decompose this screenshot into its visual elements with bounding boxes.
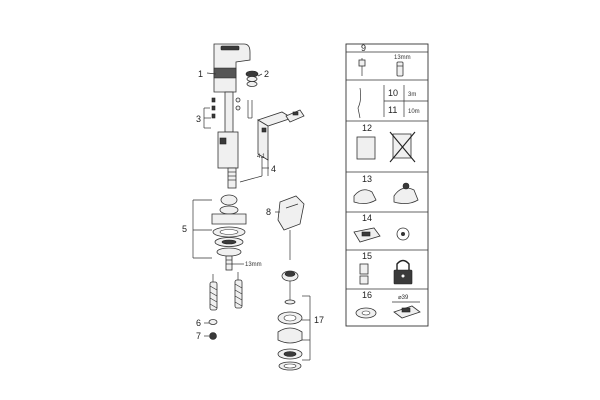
part-label-17: 17 xyxy=(314,315,324,325)
part-label-8: 8 xyxy=(266,207,271,217)
aerator xyxy=(245,70,259,87)
length-3m: 3m xyxy=(408,92,416,98)
row-label-15: 15 xyxy=(362,251,372,261)
nut-7 xyxy=(209,332,217,340)
faucet-shaft xyxy=(217,91,239,189)
flex-hoses xyxy=(209,272,243,311)
row-label-13: 13 xyxy=(362,174,372,184)
part-label-3: 3 xyxy=(196,114,201,124)
small-fittings xyxy=(211,97,241,119)
mounting-set xyxy=(211,194,247,271)
table-row-15: 15 xyxy=(359,251,413,285)
table-row-12: 12 xyxy=(356,123,416,163)
row-label-9: 9 xyxy=(361,43,366,53)
control-box xyxy=(257,109,305,161)
part-label-4-1: 4.1 xyxy=(257,154,266,160)
table-row-10-11: 10 11 3m 10m xyxy=(357,85,428,119)
drain-set xyxy=(277,270,303,371)
table-row-14: 14 xyxy=(353,213,410,243)
row-label-10: 10 xyxy=(388,88,398,98)
part-label-4: 4 xyxy=(271,164,276,174)
row-label-16: 16 xyxy=(362,290,372,300)
length-10m: 10m xyxy=(408,109,420,115)
row-label-11: 11 xyxy=(388,105,397,115)
part-label-2: 2 xyxy=(264,69,269,79)
table-row-16: 16 ⌀39 xyxy=(355,290,421,319)
leader-lines xyxy=(192,72,311,361)
part-label-1: 1 xyxy=(198,69,203,79)
dim-diameter-39: ⌀39 xyxy=(398,295,409,301)
row-label-14: 14 xyxy=(362,213,372,223)
faucet-spout xyxy=(213,43,251,93)
washer-6 xyxy=(208,319,218,325)
table-row-9: 9 13mm xyxy=(358,43,411,77)
part-label-7: 7 xyxy=(196,331,201,341)
part-label-5: 5 xyxy=(182,224,187,234)
table-row-13: 13 xyxy=(353,174,419,204)
part-label-6: 6 xyxy=(196,318,201,328)
dim-13mm-right: 13mm xyxy=(394,55,411,61)
row-label-12: 12 xyxy=(362,123,372,133)
dim-13mm-left: 13mm xyxy=(245,262,262,268)
power-adapter xyxy=(277,195,305,260)
accessories-table xyxy=(345,43,429,327)
